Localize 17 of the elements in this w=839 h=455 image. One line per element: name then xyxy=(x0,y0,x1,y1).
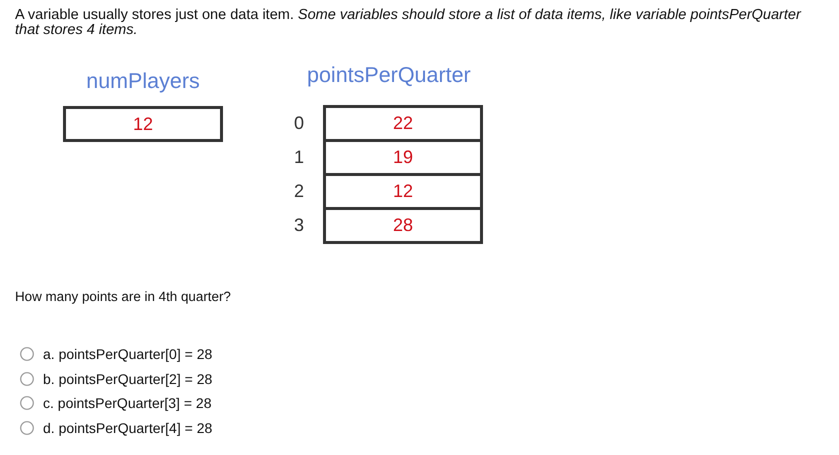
answer-option: d. pointsPerQuarter[4] = 28 xyxy=(43,420,212,436)
index-number: 2 xyxy=(294,180,304,202)
question-text: How many points are in 4th quarter? xyxy=(15,289,231,304)
variable-name: pointsPerQuarter xyxy=(307,63,471,87)
array-cell: 12 xyxy=(323,173,483,210)
variable-name: numPlayers xyxy=(86,69,200,93)
index-number: 0 xyxy=(294,112,304,134)
array-cell: 22 xyxy=(323,105,483,142)
index-number: 3 xyxy=(294,214,304,236)
array-cell: 19 xyxy=(323,139,483,176)
answer-option: a. pointsPerQuarter[0] = 28 xyxy=(43,346,212,362)
answer-option: b. pointsPerQuarter[2] = 28 xyxy=(43,371,212,387)
array-cell: 28 xyxy=(323,207,483,244)
variable-value-cell: 12 xyxy=(63,106,223,142)
intro-paragraph: A variable usually stores just one data item. Some variables should store a list of data items, like variable pointsPerQuarter that stores 4 items. xyxy=(15,8,802,38)
index-number: 1 xyxy=(294,146,304,168)
answer-option: c. pointsPerQuarter[3] = 28 xyxy=(43,395,212,411)
